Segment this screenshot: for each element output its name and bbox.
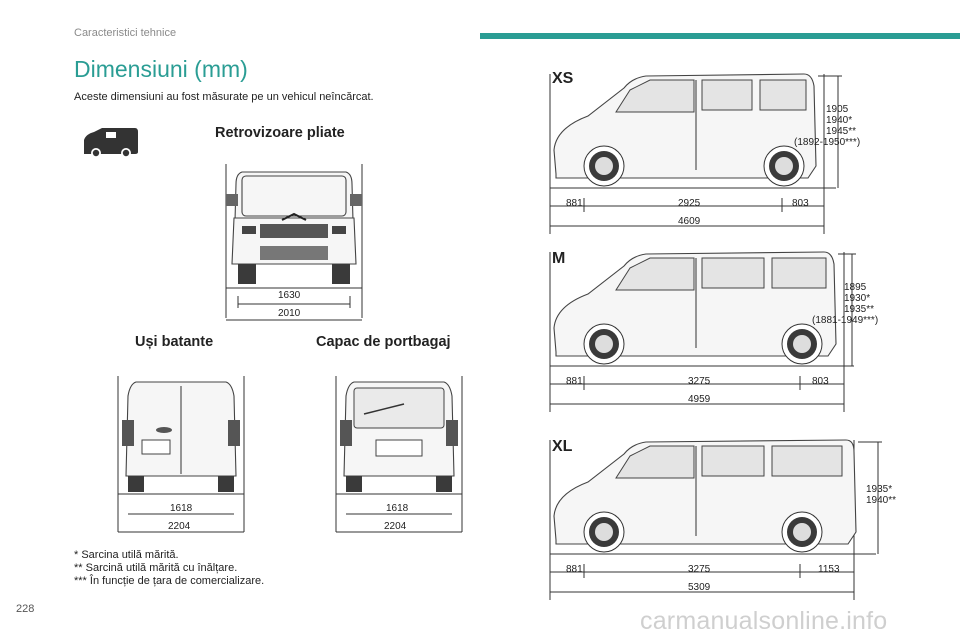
footnote-3: *** În funcție de țara de comercializare…	[74, 575, 265, 587]
m-side-diagram	[549, 251, 856, 412]
xl-side-diagram	[549, 439, 882, 600]
variant-m-label: M	[552, 250, 566, 267]
page-number: 228	[16, 603, 35, 615]
xl-heights: 1935* 1940**	[866, 484, 896, 506]
swing-doors-dim-inner: 1618	[170, 503, 193, 514]
front-view-diagram	[225, 164, 363, 321]
m-front-dim: 881	[566, 376, 583, 387]
footnotes: * Sarcina utilă mărită. ** Sarcină utilă…	[74, 549, 264, 588]
van-side-icon	[84, 128, 138, 158]
footnote-2: ** Sarcină utilă mărită cu înălțare.	[74, 562, 238, 574]
m-heights: 1895 1930* 1935** (1881-1949***)	[812, 282, 878, 326]
xs-side-diagram	[549, 73, 842, 234]
xs-height-3: 1945**	[826, 126, 857, 137]
xs-rear-dim: 803	[792, 198, 809, 209]
mirrors-heading: Retrovizoare pliate	[215, 125, 345, 141]
m-height-4: (1881-1949***)	[812, 315, 879, 326]
tailgate-dim-inner: 1618	[386, 503, 409, 514]
xs-height-1: 1905	[826, 104, 849, 115]
section-label: Caracteristici tehnice	[74, 27, 177, 39]
tailgate-heading: Capac de portbagaj	[316, 334, 451, 350]
m-rear-dim: 803	[812, 376, 829, 387]
swing-doors-heading: Uși batante	[135, 334, 214, 350]
mirrors-dim-outer: 2010	[278, 308, 301, 319]
variant-xs-label: XS	[552, 70, 574, 87]
footnote-1: * Sarcina utilă mărită.	[74, 549, 179, 561]
xs-height-4: (1892-1950***)	[794, 137, 861, 148]
xs-front-dim: 881	[566, 198, 583, 209]
xl-height-1: 1935*	[866, 484, 893, 495]
swing-doors-diagram	[117, 376, 245, 533]
mirrors-dim-inner: 1630	[278, 290, 301, 301]
xl-wheelbase-dim: 3275	[688, 564, 711, 575]
xl-front-dim: 881	[566, 564, 583, 575]
m-total-dim: 4959	[688, 394, 711, 405]
page-title: Dimensiuni (mm)	[74, 56, 248, 82]
xl-height-2: 1940**	[866, 495, 897, 506]
xs-heights: 1905 1940* 1945** (1892-1950***)	[794, 104, 860, 148]
xs-wheelbase-dim: 2925	[678, 198, 701, 209]
accent-bar	[480, 33, 960, 39]
xs-height-2: 1940*	[826, 115, 853, 126]
m-height-2: 1930*	[844, 293, 871, 304]
m-height-1: 1895	[844, 282, 867, 293]
m-wheelbase-dim: 3275	[688, 376, 711, 387]
intro-text: Aceste dimensiuni au fost măsurate pe un…	[74, 91, 374, 103]
xs-total-dim: 4609	[678, 216, 701, 227]
swing-doors-dim-outer: 2204	[168, 521, 191, 532]
m-height-3: 1935**	[844, 304, 875, 315]
xl-total-dim: 5309	[688, 582, 711, 593]
variant-xl-label: XL	[552, 438, 573, 455]
tailgate-dim-outer: 2204	[384, 521, 407, 532]
tailgate-diagram	[335, 376, 463, 533]
watermark: carmanualsonline.info	[640, 607, 888, 635]
xl-rear-dim: 1153	[818, 564, 840, 575]
